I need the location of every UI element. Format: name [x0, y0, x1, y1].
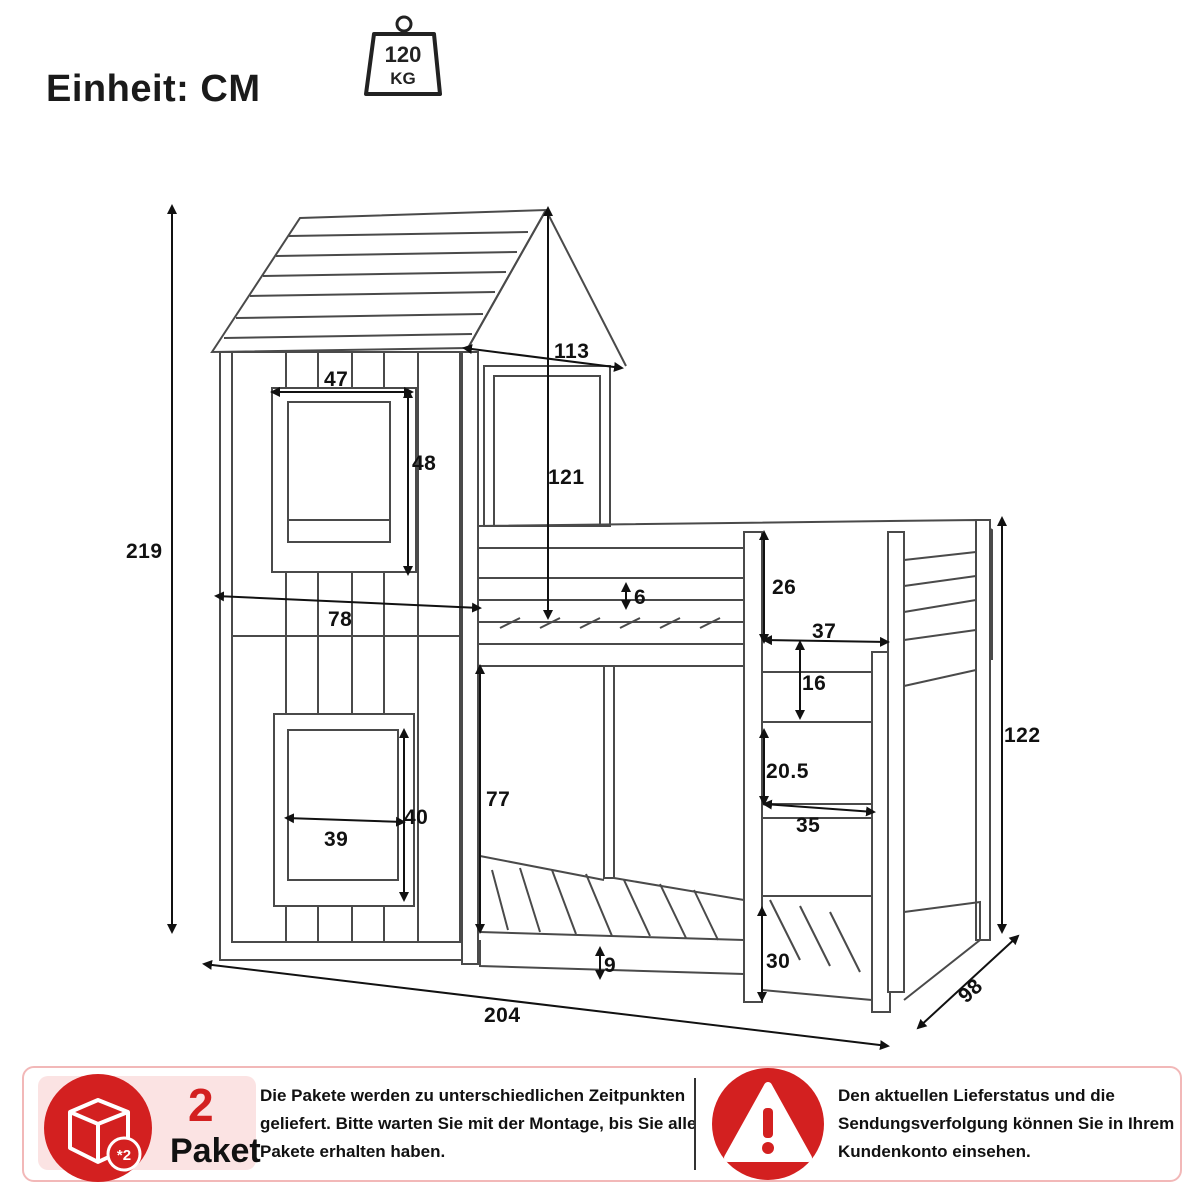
dim-upper-window-height: 48	[412, 452, 436, 475]
dim-ladder-width: 37	[812, 620, 836, 643]
dim-roof-to-deck: 121	[548, 466, 585, 489]
divider	[694, 1078, 696, 1170]
dim-depth: 98	[954, 974, 987, 1007]
dim-ladder-step-1: 16	[802, 672, 826, 695]
delivery-note: Die Pakete werden zu unterschiedlichen Z…	[260, 1086, 697, 1161]
dim-deck-rail-gap: 6	[634, 586, 646, 609]
status-note: Den aktuellen Lieferstatus und die Sendu…	[838, 1086, 1175, 1161]
dim-total-length: 204	[484, 1004, 521, 1027]
weight-unit: KG	[390, 69, 416, 88]
dim-line-35	[762, 799, 876, 817]
package-count: 2	[188, 1079, 214, 1131]
dim-line-98	[916, 934, 1020, 1030]
dimension-lines	[167, 204, 1020, 1051]
dim-tower-width: 78	[328, 608, 352, 631]
dim-ladder-step-width: 35	[796, 814, 820, 837]
dim-lower-window-width: 39	[324, 828, 348, 851]
dim-line-204	[202, 959, 890, 1051]
package-label: Paket	[170, 1132, 261, 1170]
unit-label: Einheit: CM	[46, 68, 261, 110]
dim-lower-window-height: 40	[404, 806, 428, 829]
dim-upper-window-width: 47	[324, 368, 348, 391]
dim-lower-slat-height: 9	[604, 954, 616, 977]
dim-line-78	[214, 591, 482, 613]
dim-ladder-top-step: 26	[772, 576, 796, 599]
delivery-info-banner: 2 Paket *2 Die Pakete werden zu untersch…	[22, 1066, 1182, 1182]
dim-roof-width: 113	[554, 340, 589, 363]
weight-icon: 120 KG	[364, 15, 442, 96]
dim-rail-height: 122	[1004, 724, 1041, 747]
dim-ladder-step-2: 20.5	[766, 760, 809, 783]
package-badge: *2	[117, 1147, 131, 1164]
warning-icon	[712, 1068, 824, 1180]
dim-lower-ladder-gap: 30	[766, 950, 790, 973]
dim-lower-clearance: 77	[486, 788, 510, 811]
dimension-labels: 219 113 47 48 121 6 78 26 37 16 20.5 35 …	[126, 340, 1041, 1027]
package-icon: *2	[44, 1074, 152, 1182]
weight-value: 120	[385, 42, 422, 67]
dim-line-37	[762, 635, 890, 647]
dim-line-39	[284, 813, 406, 827]
bunk-bed-drawing	[210, 208, 993, 1013]
dim-total-height: 219	[126, 540, 163, 563]
